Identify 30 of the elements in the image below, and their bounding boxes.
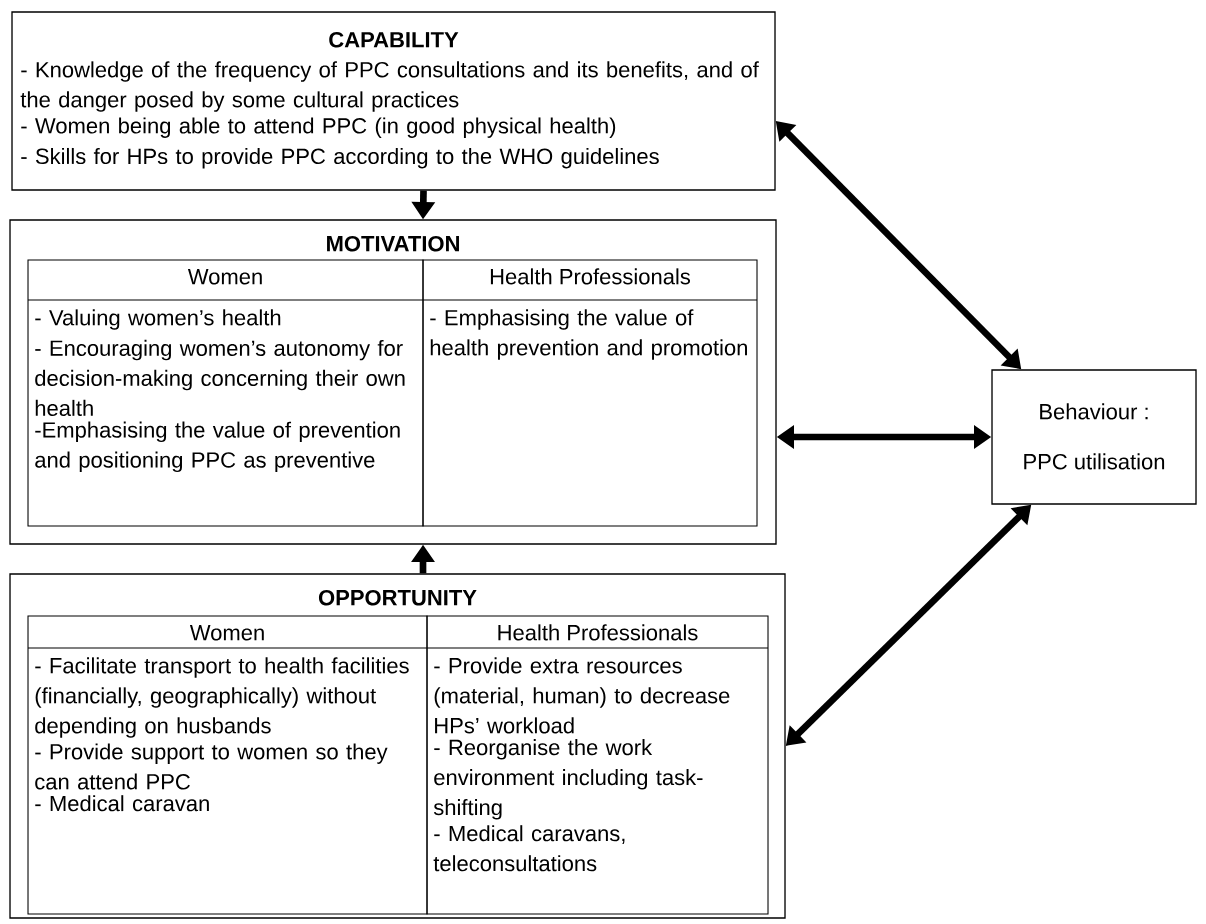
bullet-item: - Medical caravan xyxy=(35,795,209,812)
bullet-item: - Facilitate transport to health facilities (financially, geographically) without depending on husbands xyxy=(35,657,409,738)
bullet-item: - Provide support to women so they can attend PPC xyxy=(35,743,388,790)
bullet-item: - Valuing women’s health xyxy=(35,309,281,330)
heading: Women xyxy=(189,625,264,641)
table-column xyxy=(426,615,769,915)
bullet-item: - Women being able to attend PPC (in good physical health) xyxy=(21,117,616,138)
bullet-item: -Emphasising the value of prevention and positioning PPC as preventive xyxy=(35,421,400,473)
bullet-item: - Reorganise the work environment including task-shifting xyxy=(433,739,703,820)
text-box xyxy=(991,369,1197,505)
bullet-item: - Encouraging women’s autonomy for decision-making concerning their own health xyxy=(35,339,405,416)
heading: Women xyxy=(187,269,262,285)
bullet-item: - Skills for HPs to provide PPC according to the WHO guidelines xyxy=(21,147,659,169)
box-label: PPC utilisation xyxy=(1024,453,1165,470)
table-column xyxy=(27,259,424,527)
heading: CAPABILITY xyxy=(329,31,459,48)
heading: Health Professionals xyxy=(498,624,698,641)
group-box xyxy=(9,219,777,545)
bullet-item: - Knowledge of the frequency of PPC consultations and its benefits, and of the danger posed by some cultural practices xyxy=(20,61,759,112)
bullet-item: - Emphasising the value of health prevention and promotion xyxy=(430,309,747,360)
table-column xyxy=(422,259,758,527)
box-label: Behaviour : xyxy=(1040,403,1148,420)
heading: OPPORTUNITY xyxy=(318,589,477,606)
heading: MOTIVATION xyxy=(327,235,459,252)
group-box xyxy=(9,573,786,919)
heading: Health Professionals xyxy=(490,268,691,285)
bullet-item: - Provide extra resources (material, human) to decrease HPs’ workload xyxy=(434,657,730,734)
text-box xyxy=(11,11,776,191)
bullet-item: - Medical caravans, teleconsultations xyxy=(433,825,625,872)
table-column xyxy=(27,615,428,915)
